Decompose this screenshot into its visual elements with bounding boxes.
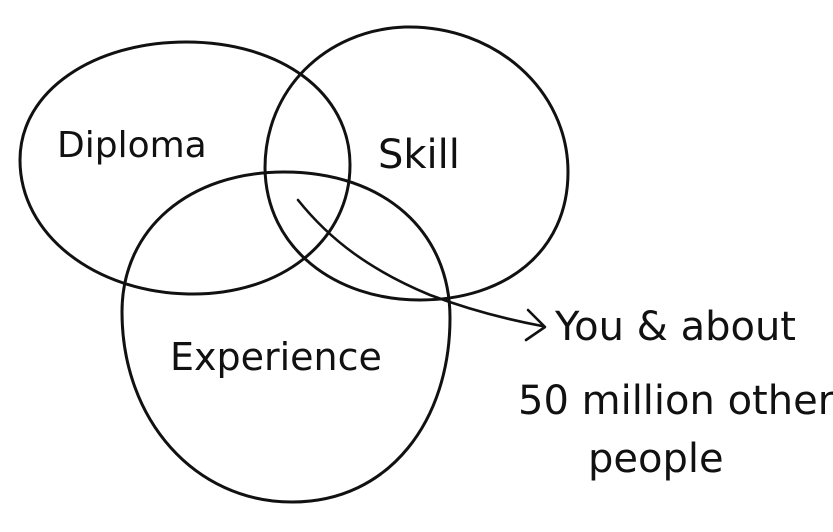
diploma-circle xyxy=(18,40,352,296)
annotation-line-1: You & about xyxy=(554,304,796,350)
experience-label: Experience xyxy=(170,335,382,379)
annotation-line-2: 50 million other xyxy=(518,378,833,424)
pointer-arrow xyxy=(296,198,544,328)
skill-label: Skill xyxy=(378,132,460,178)
experience-circle xyxy=(120,170,452,504)
annotation-line-3: people xyxy=(588,436,724,482)
diploma-label: Diploma xyxy=(57,125,207,166)
skill-circle xyxy=(263,25,570,302)
arrow-head xyxy=(524,308,547,342)
